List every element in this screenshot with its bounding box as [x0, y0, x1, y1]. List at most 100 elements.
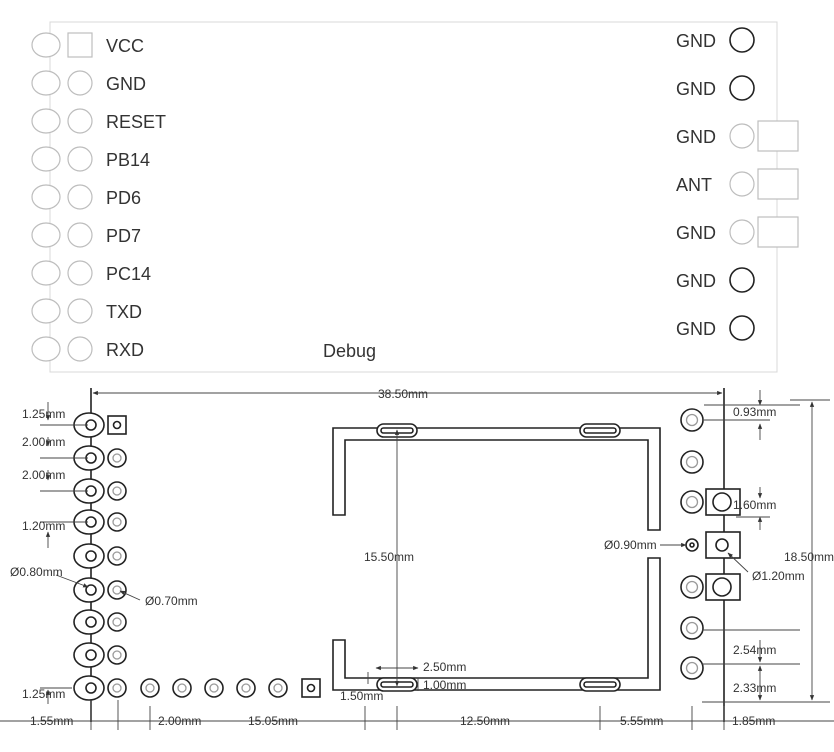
left-pad-8 — [73, 675, 127, 701]
left-pin-4: PD6 — [31, 184, 141, 210]
left-pad-4 — [73, 543, 127, 569]
right-pin-0: GND — [676, 27, 755, 53]
right-pin-3: ANT — [676, 168, 799, 200]
pin-outline-icon — [31, 32, 61, 58]
pin-outline-icon — [31, 146, 61, 172]
left-pin-1: GND — [31, 70, 146, 96]
round-pad-icon — [67, 260, 93, 286]
drill-hole-icon — [685, 413, 699, 427]
pin-outline-icon — [31, 70, 61, 96]
bottom-dim-label-4: 5.55mm — [620, 714, 663, 728]
drill-hole-icon — [112, 617, 122, 627]
round-pad-icon — [67, 184, 93, 210]
left-pitch-2-label: 2.00mm — [22, 468, 65, 482]
bottom-pad-group — [140, 678, 321, 698]
right-pad-6 — [680, 656, 704, 680]
left-pin-3: PB14 — [31, 146, 150, 172]
right-pin-2: GND — [676, 120, 799, 152]
bottom-pad-3 — [236, 678, 256, 698]
drill-hole-icon — [112, 517, 122, 527]
pad-ring-icon — [712, 577, 732, 597]
drill-hole-icon — [112, 486, 122, 496]
pin-outline-icon — [31, 222, 61, 248]
drill-hole-icon — [112, 683, 122, 693]
right-pin-label: ANT — [676, 175, 712, 195]
left-dims — [40, 402, 141, 704]
bottom-pad-0 — [140, 678, 160, 698]
left-pin-7: TXD — [31, 298, 142, 324]
drill-hole-icon — [685, 455, 699, 469]
rect-pad-icon — [757, 216, 799, 248]
left-top-margin-label: 1.25mm — [22, 407, 65, 421]
left-pad-2 — [73, 478, 127, 504]
left-pad-3 — [73, 509, 127, 535]
left-pin-6: PC14 — [31, 260, 151, 286]
drill-center-icon — [689, 542, 695, 548]
bottom-dim-label-0: 1.55mm — [30, 714, 73, 728]
pin-outline-icon — [31, 108, 61, 134]
right-pin-4: GND — [676, 216, 799, 248]
bottom-dim-label-3: 12.50mm — [460, 714, 510, 728]
width-dim-label: 38.50mm — [378, 387, 428, 401]
left-pitch-1-label: 2.00mm — [22, 435, 65, 449]
right-pad-0 — [680, 408, 704, 432]
slot-bottom-right — [579, 677, 621, 692]
right-pad-3 — [685, 531, 741, 559]
drill-hole-icon — [85, 616, 97, 628]
bottom-pad-2 — [204, 678, 224, 698]
pin-circle-icon — [729, 219, 755, 245]
pin-outline-icon — [31, 260, 61, 286]
hole-dia-inner-label: Ø0.70mm — [145, 594, 198, 608]
drill-hole-icon — [273, 683, 283, 693]
left-pin-0: VCC — [31, 32, 144, 58]
drill-hole-icon — [685, 495, 699, 509]
left-pin-label: PC14 — [106, 264, 151, 284]
left-pad-0 — [73, 412, 127, 438]
pin-circle-icon — [729, 123, 755, 149]
debug-label: Debug — [323, 341, 376, 361]
drill-hole-icon — [112, 453, 122, 463]
drill-hole-icon — [85, 584, 97, 596]
left-pin-label: RESET — [106, 112, 166, 132]
left-pin-5: PD7 — [31, 222, 141, 248]
left-pin-label: GND — [106, 74, 146, 94]
pin-circle-icon — [729, 267, 755, 293]
drill-hole-icon — [112, 420, 122, 430]
right-pin-label: GND — [676, 223, 716, 243]
left-pad-group — [73, 412, 127, 701]
right-pad-group — [680, 408, 741, 680]
drill-hole-icon — [241, 683, 251, 693]
bottom-dim-label-2: 15.05mm — [248, 714, 298, 728]
top-view-outline — [49, 21, 778, 373]
bottom-pad-1 — [172, 678, 192, 698]
round-pad-icon — [67, 108, 93, 134]
bottom-pad-4 — [268, 678, 288, 698]
drill-hole-icon — [85, 550, 97, 562]
left-pin-8: RXD — [31, 336, 144, 362]
left-pad-5 — [73, 577, 127, 603]
round-pad-icon — [67, 298, 93, 324]
drill-hole-icon — [209, 683, 219, 693]
height-dim-label: 18.50mm — [784, 550, 834, 564]
right-pad-4 — [680, 573, 741, 601]
pad-ring-icon — [712, 492, 732, 512]
drill-hole-icon — [685, 661, 699, 675]
round-pad-icon — [67, 146, 93, 172]
right-pin-label: GND — [676, 31, 716, 51]
pad-dia-right-label: Ø1.20mm — [752, 569, 805, 583]
drill-hole-icon — [85, 682, 97, 694]
left-pin-label: RXD — [106, 340, 144, 360]
drill-hole-icon — [112, 650, 122, 660]
bottom-dim-label-5: 1.85mm — [732, 714, 775, 728]
left-pin-label: PD7 — [106, 226, 141, 246]
slot-height-dim-label: 1.00mm — [423, 678, 466, 692]
right-pitch-label: 2.54mm — [733, 643, 776, 657]
drill-hole-icon — [685, 621, 699, 635]
right-pad-5 — [680, 616, 704, 640]
drill-hole-icon — [685, 580, 699, 594]
slot-width-dim-label: 2.50mm — [423, 660, 466, 674]
round-pad-icon — [67, 222, 93, 248]
square-pad-icon — [67, 32, 93, 58]
left-pin-label: VCC — [106, 36, 144, 56]
